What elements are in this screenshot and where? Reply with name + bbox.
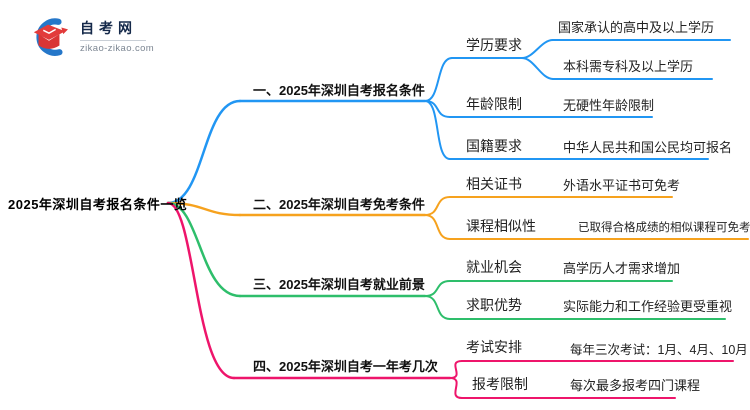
branch-title: 一、2025年深圳自考报名条件 [253,83,425,98]
connector-line [424,295,451,320]
leaf-text: 中华人民共和国公民均可报名 [563,140,733,155]
leaf-text: 无硬性年龄限制 [563,98,655,113]
connector-line [166,99,242,205]
subtopic-label: 年龄限制 [466,96,522,112]
subtopic-label: 求职优势 [466,297,522,313]
logo-text-block: 自考网 zikao-zikao.com [80,16,154,54]
leaf-text: 国家承认的高中及以上学历 [558,20,715,35]
subtopic-label: 国籍要求 [466,138,522,154]
connector-line [424,100,451,160]
subtopic-label: 相关证书 [466,176,522,192]
logo-title: 自考网 [80,20,137,36]
graduation-cap-logo-icon [33,18,68,56]
leaf-text: 实际能力和工作经验更受重视 [563,299,733,314]
subtopic-label: 考试安排 [466,339,522,355]
connector-line [521,39,554,59]
connector-line [166,201,242,217]
mindmap-root-title: 2025年深圳自考报名条件一览 [8,197,188,212]
logo-divider [80,39,146,41]
leaf-text: 本科需专科及以上学历 [563,59,694,74]
connector-line [424,280,451,297]
branch-title: 三、2025年深圳自考就业前景 [253,277,425,292]
connector-line [424,57,453,102]
subtopic-label: 学历要求 [466,37,522,53]
logo-domain: zikao-zikao.com [80,42,155,54]
leaf-text: 已取得合格成绩的相似课程可免考 [578,222,750,234]
leaf-text: 外语水平证书可免考 [563,178,681,193]
connector-line [449,360,463,379]
connector-line [166,201,242,298]
leaf-text: 每次最多报考四门课程 [570,378,701,393]
connector-line [449,377,463,399]
connector-line [166,201,236,380]
subtopic-label: 课程相似性 [466,218,536,234]
connector-line [521,57,554,80]
leaf-text: 高学历人才需求增加 [563,261,681,276]
subtopic-label: 报考限制 [472,376,528,392]
connector-line [424,196,451,216]
branch-title: 四、2025年深圳自考一年考几次 [253,359,438,374]
leaf-text: 每年三次考试：1月、4月、10月 [570,343,748,357]
connector-line [424,214,451,240]
site-logo: 自考网 zikao-zikao.com [30,16,154,58]
subtopic-label: 就业机会 [466,259,522,275]
branch-title: 二、2025年深圳自考免考条件 [253,197,425,212]
